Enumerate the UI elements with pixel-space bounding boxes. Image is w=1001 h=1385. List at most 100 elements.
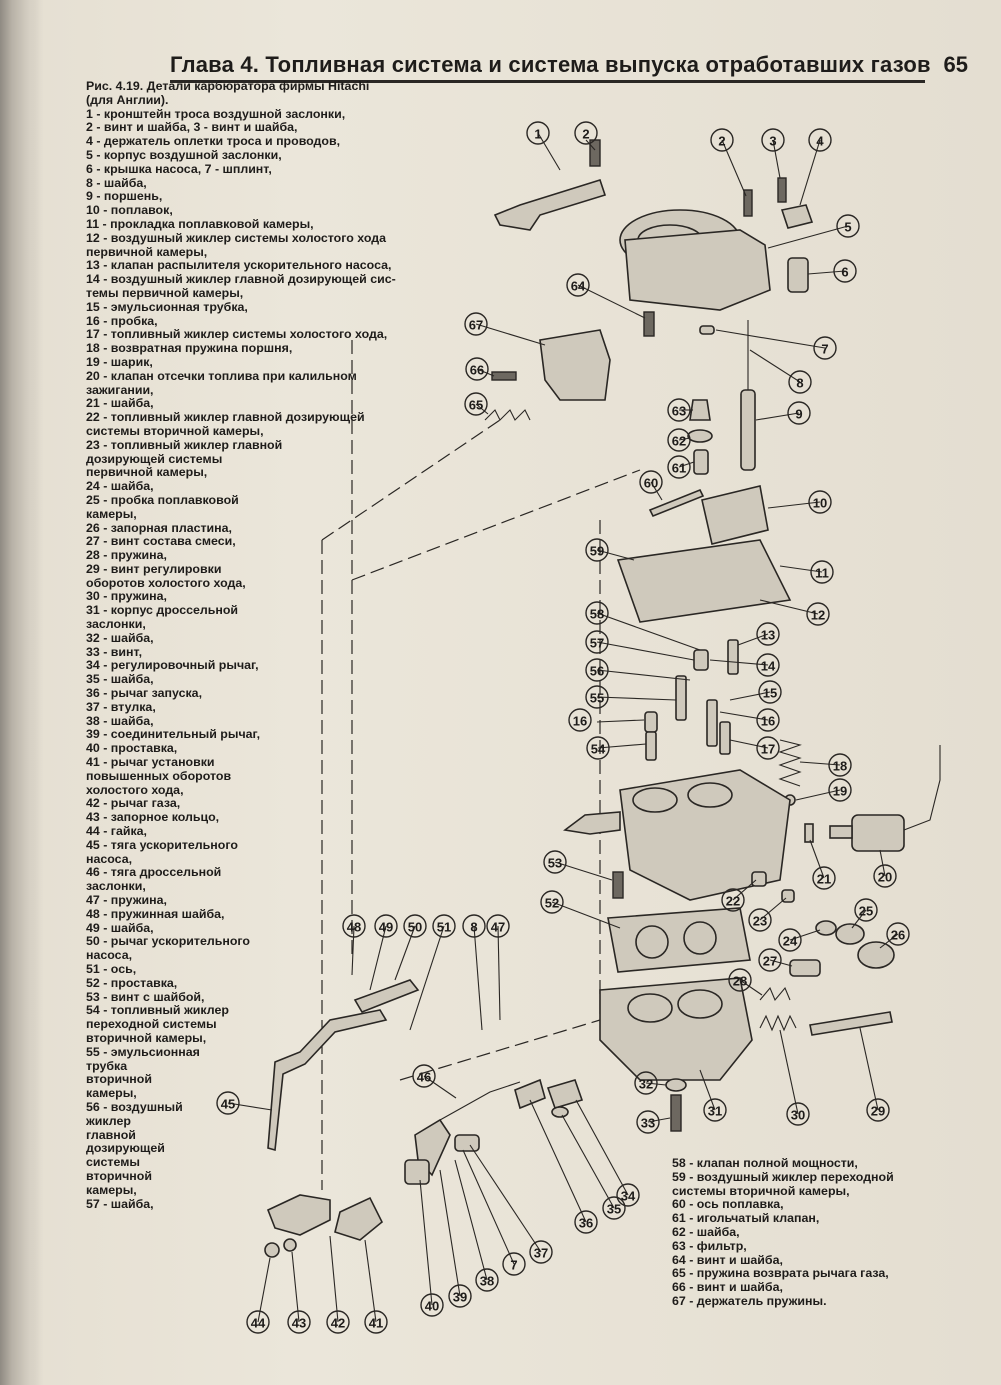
fast-idle-lever — [334, 1196, 384, 1241]
callout-circle — [886, 922, 910, 946]
figure-caption: Рис. 4.19. Детали карбюратора фирмы Hita… — [86, 79, 456, 1211]
page-number: 65 — [943, 52, 968, 77]
callout-27: 27 — [758, 948, 782, 972]
caption-line: 49 - шайба, — [86, 920, 154, 935]
callout-circle — [448, 1284, 472, 1308]
callout-number: 42 — [331, 1316, 345, 1331]
caption-line: 36 - рычаг запуска, — [86, 686, 203, 701]
callout-number: 32 — [639, 1077, 653, 1092]
callout-circle — [566, 273, 590, 297]
callout-circle — [788, 370, 812, 394]
callout-number: 3 — [769, 134, 776, 149]
bushing — [454, 1134, 480, 1152]
body-tube — [563, 811, 621, 835]
callout-circle — [412, 1064, 436, 1088]
assembly-line — [399, 1019, 601, 1081]
caption-line: вторичной камеры, — [86, 1030, 207, 1045]
callout-10: 10 — [808, 490, 832, 514]
callout-58: 58 — [585, 601, 609, 625]
caption-line: 59 - воздушный жиклер переходной — [672, 1169, 894, 1184]
washer — [687, 429, 713, 443]
nut — [264, 1242, 280, 1258]
callout-54: 54 — [586, 736, 610, 760]
callout-number: 9 — [795, 407, 802, 422]
caption-line: Рис. 4.19. Детали карбюратора фирмы Hita… — [86, 79, 370, 93]
callout-15: 15 — [758, 680, 782, 704]
callout-circle — [761, 128, 785, 152]
throttle-bore — [677, 989, 723, 1019]
caption-line: первичной камеры, — [86, 244, 208, 259]
callout-circle — [526, 121, 550, 145]
pump-piston — [740, 389, 756, 471]
caption-line: системы — [86, 1155, 140, 1170]
caption-line: трубка — [86, 1058, 128, 1073]
callout-52: 52 — [540, 890, 564, 914]
callout-number: 38 — [480, 1274, 494, 1289]
caption-line: системы вторичной камеры, — [86, 423, 264, 438]
callout-circle — [602, 1196, 626, 1220]
callout-61: 61 — [667, 455, 691, 479]
callout-24: 24 — [778, 928, 802, 952]
caption-line: 50 - рычаг ускорительного — [86, 934, 250, 949]
callout-number: 62 — [672, 434, 686, 449]
callout-8: 8 — [462, 914, 486, 938]
caption-line: 32 - шайба, — [86, 630, 154, 645]
caption-line: 5 - корпус воздушной заслонки, — [86, 147, 282, 162]
callout-19: 19 — [828, 778, 852, 802]
callout-circle — [808, 490, 832, 514]
callout-number: 39 — [453, 1290, 467, 1305]
callout-49: 49 — [374, 914, 398, 938]
callout-circle — [636, 1110, 660, 1134]
needle-valve — [693, 449, 709, 475]
callout-64: 64 — [566, 273, 590, 297]
spacer-40 — [404, 1159, 430, 1185]
callout-circle — [246, 1310, 270, 1334]
callout-circle — [756, 708, 780, 732]
callout-circle — [420, 1293, 444, 1317]
callout-circle — [585, 538, 609, 562]
callout-circle — [748, 908, 772, 932]
callout-number: 8 — [470, 920, 477, 935]
callout-number: 2 — [718, 134, 725, 149]
header-rule — [170, 80, 925, 83]
callout-59: 59 — [585, 538, 609, 562]
float — [701, 485, 769, 545]
caption-line: 53 - винт с шайбой, — [86, 989, 205, 1004]
jet — [693, 649, 709, 671]
caption-line: 42 - рычаг газа, — [86, 796, 181, 811]
caption-line: 27 - винт состава смеси, — [86, 534, 236, 549]
caption-line: 37 - втулка, — [86, 699, 156, 714]
caption-line: 22 - топливный жиклер главной дозирующей — [86, 410, 365, 425]
callout-6: 6 — [833, 259, 857, 283]
page-binding-shadow — [0, 0, 44, 1385]
callout-number: 31 — [708, 1104, 722, 1119]
callout-number: 28 — [733, 974, 747, 989]
callout-65: 65 — [464, 392, 488, 416]
float-chamber-gasket — [616, 539, 792, 623]
callout-66: 66 — [465, 357, 489, 381]
callout-circle — [475, 1268, 499, 1292]
callout-51: 51 — [432, 914, 456, 938]
caption-line: зажигании, — [86, 382, 154, 397]
callout-number: 46 — [417, 1070, 431, 1085]
caption-line: камеры, — [86, 1086, 137, 1101]
choke-cable-bracket — [493, 179, 607, 231]
callout-circle — [808, 128, 832, 152]
callout-16: 16 — [756, 708, 780, 732]
callout-57: 57 — [585, 630, 609, 654]
callout-45: 45 — [216, 1091, 240, 1115]
caption-line: 52 - проставка, — [86, 975, 178, 990]
callout-number: 18 — [833, 759, 847, 774]
callout-circle — [486, 914, 510, 938]
callout-circle — [787, 401, 811, 425]
callout-circle — [710, 128, 734, 152]
callout-number: 27 — [763, 954, 777, 969]
throttle-body — [599, 977, 753, 1081]
callout-circle — [703, 1098, 727, 1122]
callout-number: 14 — [761, 659, 776, 674]
jet-22 — [751, 871, 767, 887]
throttle-lever — [266, 1194, 331, 1236]
callout-circle — [464, 312, 488, 336]
